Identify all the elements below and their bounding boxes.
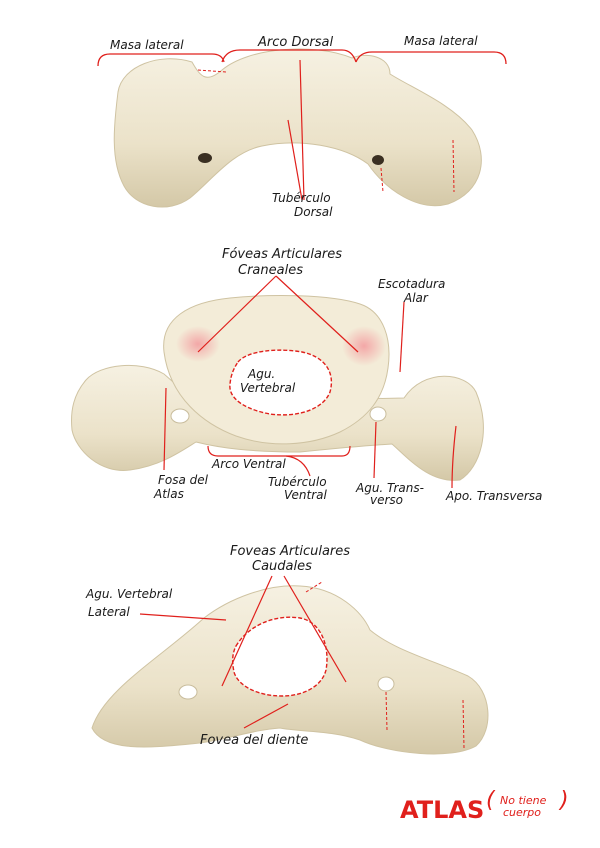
page-title: ATLAS [400,796,484,824]
label-arco-ventral: Arco Ventral [211,457,286,471]
title-note-2: cuerpo [503,806,541,819]
label-foveas-caudales-1: Foveas Articulares [230,544,350,559]
paren-close: ) [558,788,569,813]
label-arco-dorsal: Arco Dorsal [257,35,334,50]
fovea-craneal-left [176,326,220,362]
title-block: ATLAS ( No tiene cuerpo ) [400,788,569,824]
leader-tuberculo-ventral [286,456,310,476]
label-escotadura-2: Alar [403,291,429,305]
transverse-foramen [370,407,386,421]
label-agu-vert-lateral-2: Lateral [88,605,130,619]
paren-open: ( [486,788,496,813]
cranial-view: Fóveas Articulares Craneales Escotadura … [72,247,543,507]
fosa-atlas-foramen [171,409,189,423]
label-tuberculo-dorsal-1: Tubérculo [272,191,331,205]
caudal-transverse-foramen-left [179,685,197,699]
label-tuberculo-dorsal-2: Dorsal [294,205,333,219]
dorsal-foramen-right [372,155,384,165]
dorsal-view: Masa lateral Arco Dorsal Masa lateral Tu… [98,34,506,219]
label-foveas-craneales-1: Fóveas Articulares [222,247,342,262]
label-foveas-craneales-2: Craneales [238,263,303,278]
dorsal-foramen-left [198,153,212,163]
label-masa-lateral-right: Masa lateral [404,34,478,48]
label-escotadura-1: Escotadura [378,277,445,291]
label-fovea-diente: Fovea del diente [200,733,308,748]
caudal-transverse-foramen-right [378,677,394,691]
dorsal-bone [114,49,481,207]
label-tuberculo-ventral-1: Tubérculo [268,475,327,489]
label-foveas-caudales-2: Caudales [252,559,312,574]
label-apo-transversa: Apo. Transversa [445,489,542,503]
label-agu-vertebral-2: Vertebral [240,381,296,395]
leader-escotadura [400,302,404,372]
label-agu-vert-lateral-1: Agu. Vertebral [85,587,173,601]
label-tuberculo-ventral-2: Ventral [284,488,327,502]
label-agu-vertebral-1: Agu. [247,367,275,381]
caudal-view: Foveas Articulares Caudales Agu. Vertebr… [85,544,488,754]
fovea-craneal-right [342,326,386,366]
label-fosa-atlas-2: Atlas [153,487,184,501]
label-masa-lateral-left: Masa lateral [110,38,184,52]
label-agu-transverso-2: verso [370,493,403,507]
label-fosa-atlas-1: Fosa del [158,473,209,487]
